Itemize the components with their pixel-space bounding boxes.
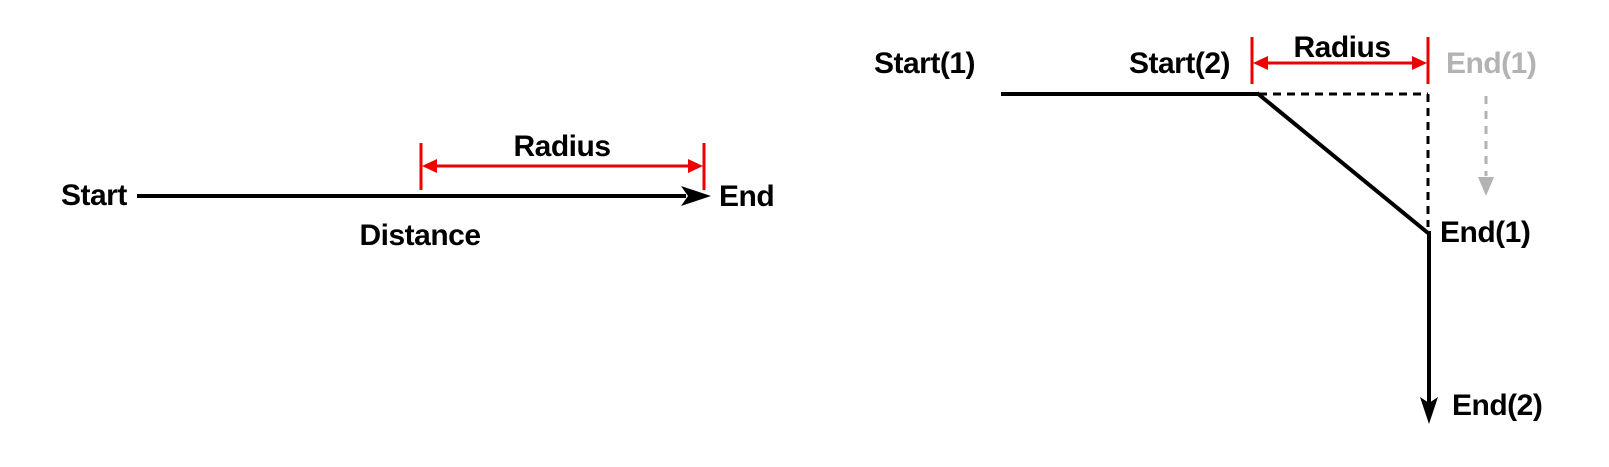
straight-path-group	[137, 143, 711, 206]
ghost-arrowhead	[1478, 177, 1494, 196]
end1-label: End(1)	[1440, 216, 1531, 249]
start-label: Start	[61, 179, 127, 212]
distance-label: Distance	[359, 219, 481, 252]
distance-arrowhead	[681, 186, 711, 206]
end-label: End	[719, 180, 775, 213]
radius-arrowhead-left	[422, 159, 437, 173]
radius-arrowhead-right	[688, 159, 703, 173]
radius-label: Radius	[513, 130, 611, 163]
radius2-label: Radius	[1293, 31, 1391, 64]
path-segment-diagonal	[1255, 91, 1430, 235]
start2-label: Start(2)	[1129, 47, 1231, 80]
radius2-arrowhead-left	[1253, 56, 1268, 70]
radius2-arrowhead-right	[1412, 56, 1427, 70]
path-arrowhead-down	[1420, 397, 1438, 424]
end2-label: End(2)	[1452, 389, 1543, 422]
curved-path-group	[1001, 37, 1494, 424]
end1-ghost-label: End(1)	[1446, 47, 1537, 80]
start1-label: Start(1)	[874, 47, 976, 80]
